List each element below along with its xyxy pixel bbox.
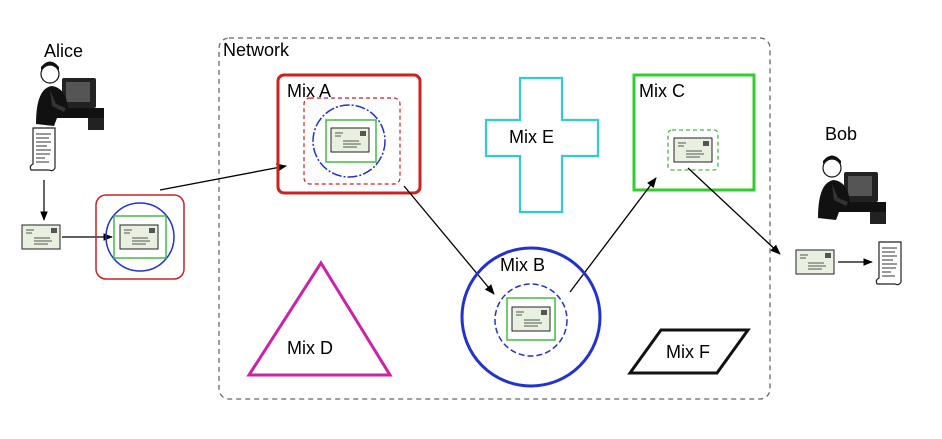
mix-c-box bbox=[632, 73, 756, 192]
alice-onion-message bbox=[95, 194, 185, 280]
mix-a-label: Mix A bbox=[287, 81, 331, 101]
mix-d-triangle bbox=[246, 260, 393, 377]
bob-computer-user-icon bbox=[817, 154, 887, 225]
mix-a-blue-layer bbox=[312, 104, 386, 178]
mix-b-inner-blue-layer bbox=[494, 283, 568, 357]
mix-d-label: Mix D bbox=[287, 338, 333, 358]
mix-e-label: Mix E bbox=[509, 127, 554, 147]
onion-layer-green bbox=[113, 215, 167, 259]
onion-layer-red bbox=[95, 194, 185, 280]
mix-e-cross bbox=[484, 76, 600, 214]
alice-letter-document-icon bbox=[29, 127, 56, 172]
mix-f: Mix F bbox=[627, 328, 751, 375]
onion-envelope-icon bbox=[119, 224, 159, 250]
mix-a-box bbox=[276, 73, 422, 195]
mix-b-label: Mix B bbox=[500, 255, 545, 275]
mix-f-label: Mix F bbox=[666, 342, 710, 362]
alice-label: Alice bbox=[44, 41, 83, 61]
alice-envelope-icon bbox=[21, 224, 61, 250]
arrow-mix-b-to-mix-c bbox=[569, 177, 657, 293]
network-label: Network bbox=[223, 40, 290, 60]
mix-e: Mix E bbox=[484, 76, 600, 214]
mix-b-green-layer bbox=[506, 297, 556, 341]
mix-a-envelope-icon bbox=[330, 127, 370, 153]
alice-computer-user-icon bbox=[35, 60, 105, 131]
network-boundary bbox=[218, 37, 771, 400]
mix-b: Mix B bbox=[460, 246, 602, 388]
mix-a-inner-red-layer bbox=[303, 97, 401, 185]
arrow-to-mix-a bbox=[159, 163, 288, 191]
mix-a-green-layer bbox=[325, 119, 377, 163]
mix-b-envelope-icon bbox=[511, 306, 551, 332]
bob-letter-document-icon bbox=[875, 241, 902, 286]
mix-c-envelope-icon bbox=[673, 137, 713, 163]
mix-b-circle bbox=[460, 246, 602, 388]
bob-envelope-icon bbox=[795, 249, 835, 275]
mix-f-parallelogram bbox=[627, 328, 751, 375]
mix-c-green-layer bbox=[667, 129, 719, 171]
mix-c-label: Mix C bbox=[639, 81, 685, 101]
onion-layer-blue bbox=[105, 202, 175, 272]
mix-d: Mix D bbox=[246, 260, 393, 377]
arrow-mix-c-to-bob bbox=[687, 167, 781, 255]
mix-a: Mix A bbox=[276, 73, 422, 195]
arrow-mix-a-to-mix-b bbox=[403, 185, 495, 295]
bob-label: Bob bbox=[825, 124, 857, 144]
mix-c: Mix C bbox=[632, 73, 756, 192]
